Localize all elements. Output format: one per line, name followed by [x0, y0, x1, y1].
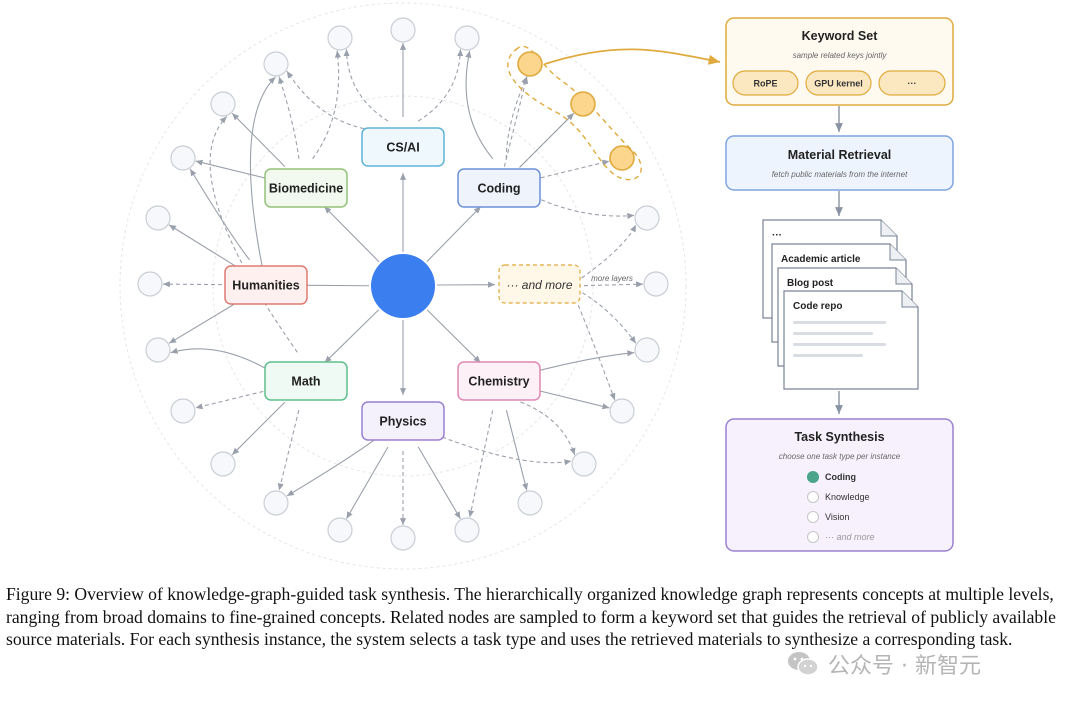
leaf-nodes [137, 17, 669, 551]
leaf-concept-node [137, 271, 163, 297]
document-label: Blog post [787, 278, 834, 289]
task-synthesis-subtitle: choose one task type per instance [779, 452, 901, 461]
leaf-concept-node [170, 398, 196, 424]
domain-node: Humanities [224, 265, 308, 305]
domain-node: Chemistry [457, 361, 541, 401]
leaf-concept-node [210, 451, 236, 477]
domain-label: Biomedicine [269, 182, 343, 196]
keyword-pill: GPU kernel [805, 70, 872, 96]
document-label: ··· [772, 230, 782, 241]
radio-icon[interactable] [806, 510, 820, 524]
task-synthesis-panel: Task Synthesis choose one task type per … [725, 418, 954, 552]
task-type-label: Knowledge [825, 492, 870, 502]
keyword-pill: RoPE [732, 70, 799, 96]
leaf-concept-node [145, 205, 171, 231]
knowledge-graph-diagram: CS/AI Coding BiomedicineHumanitiesMathPhys… [119, 2, 954, 570]
leaf-concept-node [145, 337, 171, 363]
keyword-set-panel: Keyword Set sample related keys jointly … [725, 17, 954, 106]
task-type-option[interactable]: Knowledge [806, 490, 870, 504]
highlighted-concept-node [570, 91, 596, 117]
and-more-node: ··· and more more layers [498, 264, 633, 304]
leaf-concept-node [390, 525, 416, 551]
leaf-concept-node [390, 17, 416, 43]
leaf-concept-node [643, 271, 669, 297]
document-label: Academic article [781, 254, 861, 265]
document-card: Code repo [783, 290, 919, 390]
and-more-label: ··· and more [506, 278, 572, 292]
leaf-concept-node [170, 145, 196, 171]
keyword-set-subtitle: sample related keys jointly [793, 51, 888, 60]
leaf-concept-node [327, 517, 353, 543]
highlighted-concept-group [507, 45, 721, 181]
keyword-pill-label: GPU kernel [814, 79, 863, 89]
material-retrieval-subtitle: fetch public materials from the internet [772, 170, 908, 179]
leaf-concept-node [263, 51, 289, 77]
domain-node: Coding [457, 168, 541, 208]
task-type-option[interactable]: Coding [806, 470, 857, 484]
domain-node: Physics [361, 401, 445, 441]
task-type-label: Vision [825, 512, 849, 522]
domain-label: Physics [379, 415, 426, 429]
keyword-set-title: Keyword Set [802, 29, 879, 43]
task-synthesis-title: Task Synthesis [794, 430, 884, 444]
task-type-option[interactable]: ··· and more [806, 530, 875, 544]
watermark-text: 公众号 · 新智元 [828, 654, 981, 679]
leaf-concept-node [571, 451, 597, 477]
domain-label: Humanities [232, 279, 299, 293]
domain-label: CS/AI [386, 141, 419, 155]
domain-nodes: CS/AI Coding BiomedicineHumanitiesMathPhys… [224, 127, 541, 441]
material-retrieval-panel: Material Retrieval fetch public material… [725, 135, 954, 191]
more-layers-label: more layers [591, 274, 633, 283]
task-type-label: Coding [825, 472, 856, 482]
leaf-concept-node [634, 205, 660, 231]
radio-icon[interactable] [806, 470, 820, 484]
graph-edges [162, 43, 644, 525]
leaf-concept-node [263, 490, 289, 516]
domain-node: CS/AI [361, 127, 445, 167]
leaf-concept-node [454, 517, 480, 543]
watermark: 公众号 · 新智元 [786, 647, 981, 681]
leaf-concept-node [517, 490, 543, 516]
leaf-concept-node [327, 25, 353, 51]
highlighted-nodes [517, 51, 635, 171]
task-type-label: ··· and more [825, 532, 875, 542]
domain-node: Biomedicine [264, 168, 348, 208]
keyword-pill: ··· [878, 70, 946, 96]
leaf-concept-node [210, 91, 236, 117]
leaf-concept-node [454, 25, 480, 51]
highlighted-concept-node [517, 51, 543, 77]
material-retrieval-title: Material Retrieval [788, 148, 892, 162]
center-node [371, 254, 435, 318]
keyword-pill-label: RoPE [753, 79, 777, 89]
task-type-option[interactable]: Vision [806, 510, 850, 524]
domain-label: Chemistry [468, 375, 529, 389]
keyword-pill-label: ··· [908, 79, 917, 89]
highlighted-concept-node [609, 145, 635, 171]
figure-caption: Figure 9: Overview of knowledge-graph-gu… [6, 584, 1056, 649]
wechat-icon [788, 652, 819, 676]
radio-icon[interactable] [806, 490, 820, 504]
leaf-concept-node [609, 398, 635, 424]
domain-label: Math [291, 375, 320, 389]
radio-icon[interactable] [806, 530, 820, 544]
domain-node: Math [264, 361, 348, 401]
domain-label: Coding [477, 182, 520, 196]
leaf-concept-node [634, 337, 660, 363]
document-label: Code repo [793, 301, 842, 312]
